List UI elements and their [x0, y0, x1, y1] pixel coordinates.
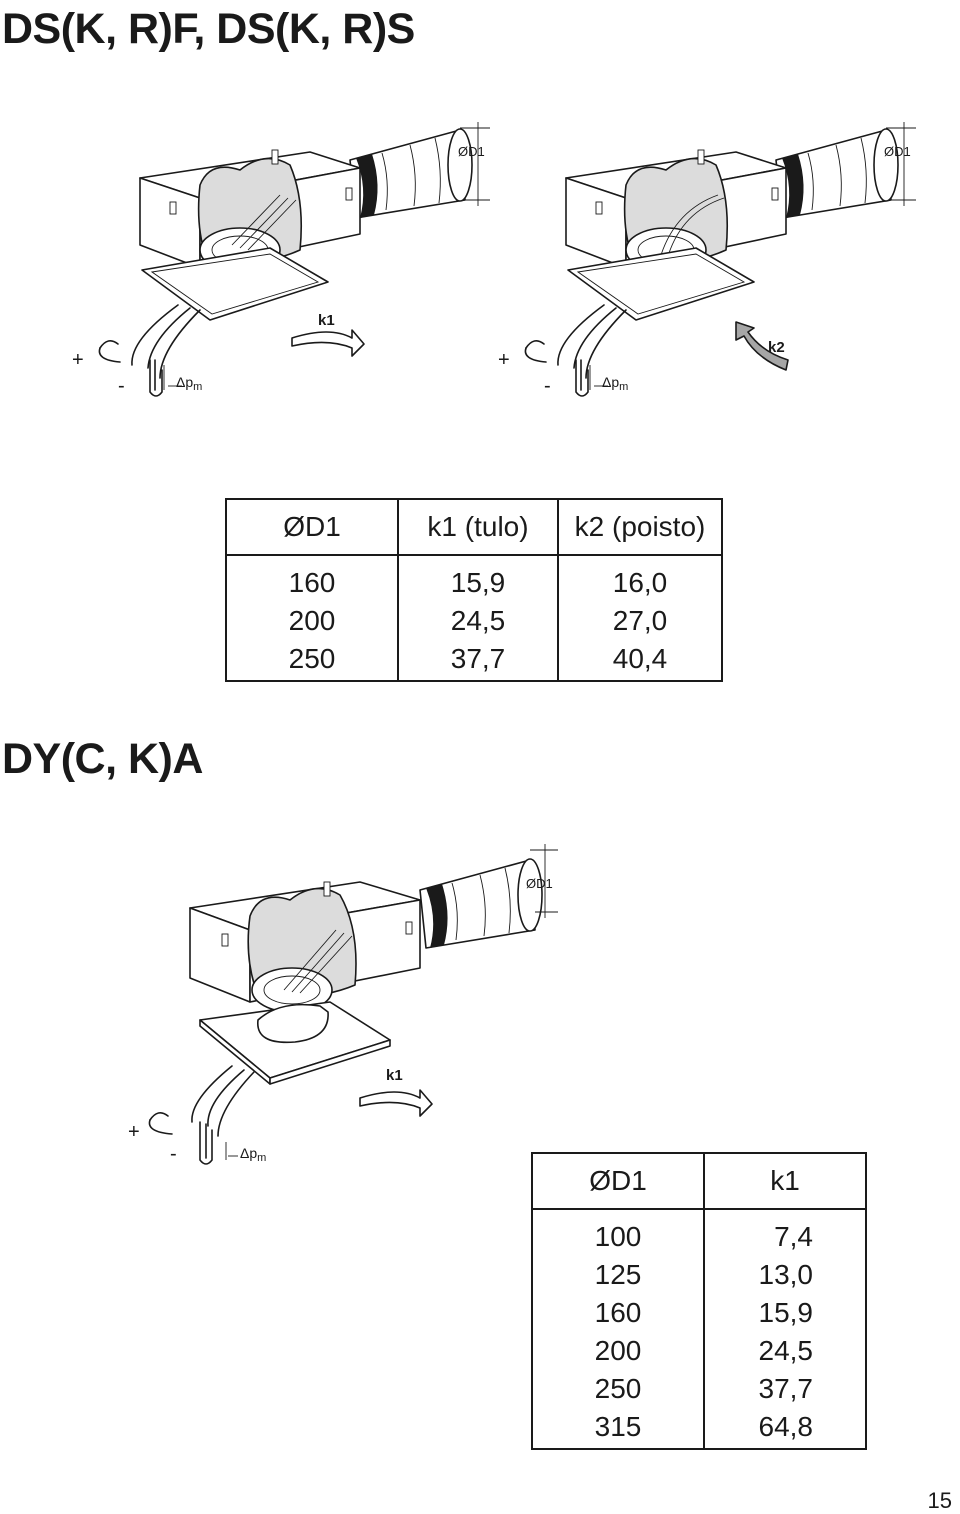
table-row: 315 64,8: [531, 1408, 867, 1449]
diameter-label: ØD1: [526, 876, 553, 891]
pressure-label: Δpm: [602, 374, 628, 393]
rotate-arrow: [99, 340, 119, 349]
rotate-arrow: [149, 1112, 169, 1121]
damper-box-diagram-dy: ØD1 + - Δpm k1: [128, 844, 558, 1165]
minus-sign: -: [170, 1143, 177, 1165]
measurement-hoses: [131, 304, 201, 397]
k-factor-table-ds: ØD1 k1 (tulo) k2 (poisto) 160 15,9 16,0 …: [225, 498, 723, 682]
header-k1: k1 (tulo): [397, 499, 559, 556]
damper-box: [189, 881, 421, 1013]
mounting-frame: [199, 1001, 391, 1085]
measurement-hoses: [557, 304, 627, 397]
pressure-label: Δpm: [176, 374, 202, 393]
spiral-duct: [775, 128, 899, 219]
flow-label-k1: k1: [386, 1067, 403, 1084]
pressure-label: Δpm: [240, 1145, 266, 1164]
spiral-duct: [419, 858, 543, 949]
flow-arrow-k1: [291, 329, 365, 357]
page-number: 15: [927, 1488, 952, 1513]
section-heading-dy: DY(C, K)A: [2, 735, 203, 783]
rotate-arrow: [525, 340, 545, 349]
table-row: 250 37,7 40,4: [225, 640, 723, 681]
minus-sign: -: [118, 375, 125, 397]
table-row: 200 24,5: [531, 1332, 867, 1370]
diameter-dimension: ØD1: [884, 122, 916, 206]
damper-box-diagram-k2: ØD1 + - Δpm k2: [498, 122, 916, 397]
k-factor-table-dy: ØD1 k1 100 7,4 125 13,0 160 15,9 200 24,…: [531, 1152, 867, 1450]
header-k1: k1: [703, 1153, 867, 1210]
table-row: 160 15,9: [531, 1294, 867, 1332]
damper-box: [565, 149, 787, 273]
plus-sign: +: [128, 1121, 140, 1143]
flow-label-k2: k2: [768, 339, 785, 356]
damper-box: [139, 149, 361, 273]
table-row: 160 15,9 16,0: [225, 555, 723, 602]
header-diameter: ØD1: [531, 1153, 705, 1210]
diameter-label: ØD1: [884, 144, 911, 159]
plus-sign: +: [72, 349, 84, 371]
flow-arrow-k2: [735, 321, 789, 371]
minus-sign: -: [544, 375, 551, 397]
table-row: 200 24,5 27,0: [225, 602, 723, 640]
section-heading-ds: DS(K, R)F, DS(K, R)S: [2, 5, 415, 53]
table-row: 100 7,4: [531, 1209, 867, 1256]
diameter-label: ØD1: [458, 144, 485, 159]
measurement-hoses: [191, 1065, 255, 1165]
plus-sign: +: [498, 349, 510, 371]
damper-box-diagram-k1: ØD1 + - Δpm k1: [72, 122, 490, 397]
diameter-dimension: ØD1: [458, 122, 490, 206]
header-k2: k2 (poisto): [557, 499, 723, 556]
spiral-duct: [349, 128, 473, 219]
flow-arrow-k1: [359, 1089, 433, 1117]
flow-label-k1: k1: [318, 312, 335, 329]
diameter-dimension: ØD1: [526, 844, 558, 918]
table-row: 125 13,0: [531, 1256, 867, 1294]
table-row: 250 37,7: [531, 1370, 867, 1408]
header-diameter: ØD1: [225, 499, 399, 556]
